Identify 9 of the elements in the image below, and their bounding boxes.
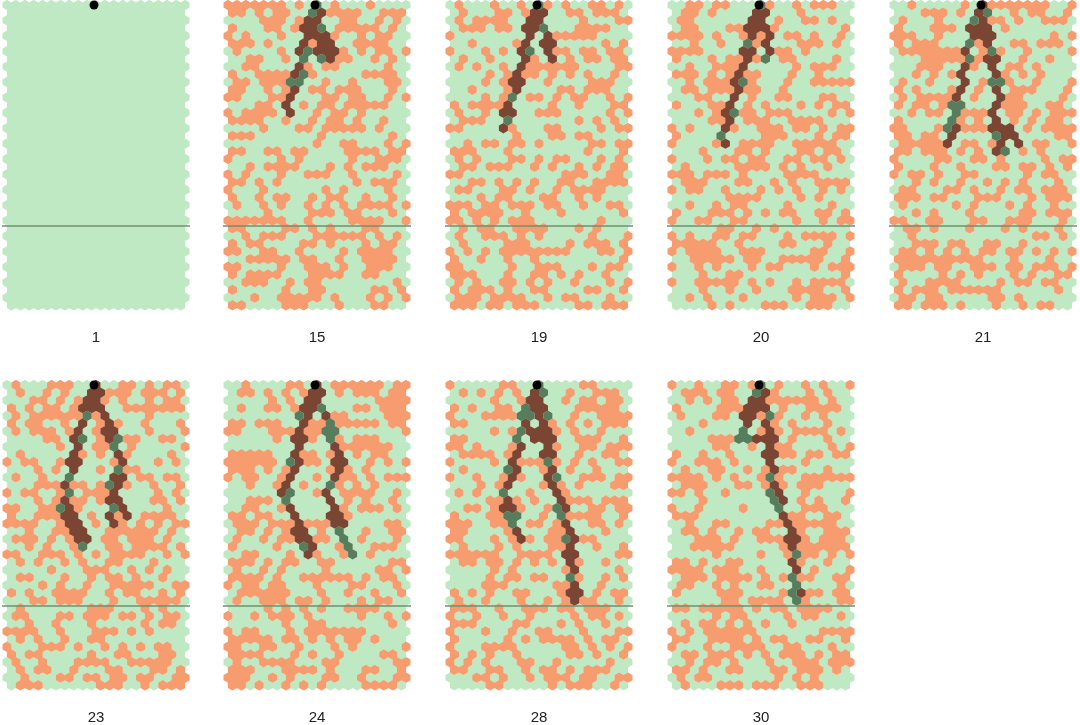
- frame-number: 1: [90, 328, 102, 345]
- frame-number: 20: [751, 328, 771, 345]
- frame-number: 23: [86, 708, 106, 725]
- frame-number: 30: [751, 708, 771, 725]
- frame-number: 28: [529, 708, 549, 725]
- frame-number: 19: [529, 328, 549, 345]
- frame-number: 15: [307, 328, 327, 345]
- frame-number: 21: [973, 328, 993, 345]
- frame-number: 24: [307, 708, 327, 725]
